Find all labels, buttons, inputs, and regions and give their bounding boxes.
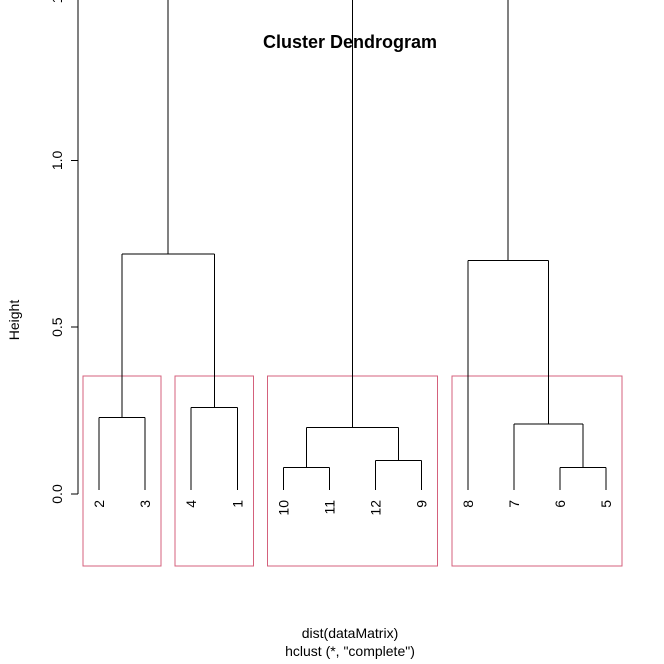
- leaf-label: 9: [414, 500, 430, 508]
- leaf-label: 7: [506, 500, 522, 508]
- y-tick-label: 1.5: [49, 0, 65, 3]
- y-axis: 0.00.51.01.52.0: [49, 0, 79, 504]
- leaf-label: 11: [322, 500, 338, 515]
- x-axis-label: dist(dataMatrix): [302, 625, 398, 641]
- leaf-label: 4: [183, 500, 199, 508]
- chart-title: Cluster Dendrogram: [263, 32, 437, 52]
- leaf-label: 1: [229, 500, 245, 508]
- y-tick-label: 1.0: [49, 150, 65, 170]
- y-axis-label: Height: [6, 300, 22, 341]
- y-tick-label: 0.5: [49, 317, 65, 337]
- leaf-label: 5: [598, 500, 614, 508]
- leaf-label: 6: [552, 500, 568, 508]
- leaf-label: 2: [91, 500, 107, 508]
- dendrogram-tree: [98, 0, 607, 490]
- leaf-label: 10: [275, 500, 291, 516]
- x-axis-sublabel: hclust (*, "complete"): [285, 643, 415, 659]
- cluster-rect: [451, 375, 623, 567]
- leaf-labels: 2 3 4 1 10 11 12 9 8 7 6 5: [91, 500, 614, 516]
- leaf-label: 12: [368, 500, 384, 516]
- y-tick-label: 0.0: [49, 484, 65, 504]
- leaf-label: 3: [137, 500, 153, 508]
- leaf-label: 8: [460, 500, 476, 508]
